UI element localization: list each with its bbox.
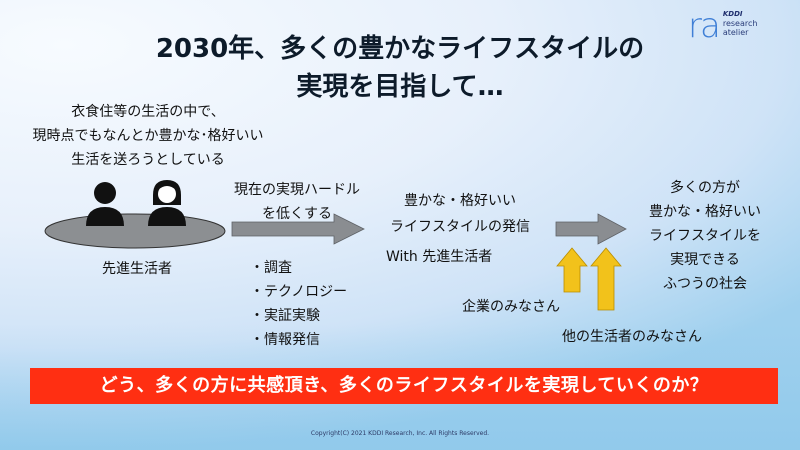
method-item: ・情報発信 — [250, 332, 320, 348]
method-item: ・調査 — [250, 260, 292, 276]
goal-line4: 実現できる — [670, 252, 740, 268]
kddi-research-atelier-logo: ra KDDI research atelier — [688, 6, 778, 48]
lead-users-desc-line1: 衣食住等の生活の中で、 — [71, 104, 225, 120]
logo-brand: KDDI — [722, 10, 743, 18]
goal-text: 多くの方が 豊かな・格好いい ライフスタイルを 実現できる ふつうの社会 — [630, 176, 780, 296]
group-ellipse — [44, 213, 226, 249]
goal-line1: 多くの方が — [670, 180, 740, 196]
lead-users-label: 先進生活者 — [102, 261, 172, 277]
hurdle-line2: を低くする — [262, 206, 332, 222]
dissemination-line1: 豊かな・格好いい — [404, 193, 516, 209]
person-icon — [86, 182, 124, 226]
up-arrow-icon — [556, 247, 588, 293]
methods-list: ・調査 ・テクノロジー ・実証実験 ・情報発信 — [250, 256, 347, 352]
lead-users-desc-line3: 生活を送ろうとしている — [71, 152, 225, 168]
right-arrow-icon — [231, 213, 365, 245]
person-icon — [148, 180, 186, 226]
other-people-label: 他の生活者のみなさん — [562, 329, 702, 345]
title-line1: 2030年、多くの豊かなライフスタイルの — [155, 34, 645, 64]
dissemination-text: 豊かな・格好いい ライフスタイルの発信 — [370, 188, 550, 240]
hurdle-line1: 現在の実現ハードル — [234, 182, 360, 198]
hurdle-text: 現在の実現ハードル を低くする — [222, 178, 372, 226]
title-line2: 実現を目指して… — [296, 72, 504, 102]
companies-label: 企業のみなさん — [462, 299, 560, 315]
goal-line5: ふつうの社会 — [663, 276, 747, 292]
slide-title: 2030年、多くの豊かなライフスタイルの 実現を目指して… — [0, 30, 800, 106]
up-arrow-icon — [590, 247, 622, 311]
method-item: ・テクノロジー — [250, 284, 348, 300]
goal-line3: ライフスタイルを — [649, 228, 761, 244]
method-item: ・実証実験 — [250, 308, 320, 324]
lead-users-description: 衣食住等の生活の中で、 現時点でもなんとか豊かな･格好いい 生活を送ろうとしてい… — [18, 100, 278, 172]
logo-text: KDDI research atelier — [723, 10, 758, 37]
dissemination-line2: ライフスタイルの発信 — [390, 219, 530, 235]
goal-line2: 豊かな・格好いい — [649, 204, 761, 220]
logo-mark: ra — [688, 6, 721, 46]
logo-line1: research — [722, 19, 758, 28]
logo-line2: atelier — [722, 28, 749, 37]
right-arrow-icon — [555, 213, 627, 245]
dissemination-with: With 先進生活者 — [386, 249, 493, 265]
copyright-footer: Copyright(C) 2021 KDDI Research, Inc. Al… — [310, 430, 490, 437]
lead-users-desc-line2: 現時点でもなんとか豊かな･格好いい — [32, 128, 264, 144]
question-banner: どう、多くの方に共感頂き、多くのライフスタイルを実現していくのか？ — [30, 368, 778, 404]
